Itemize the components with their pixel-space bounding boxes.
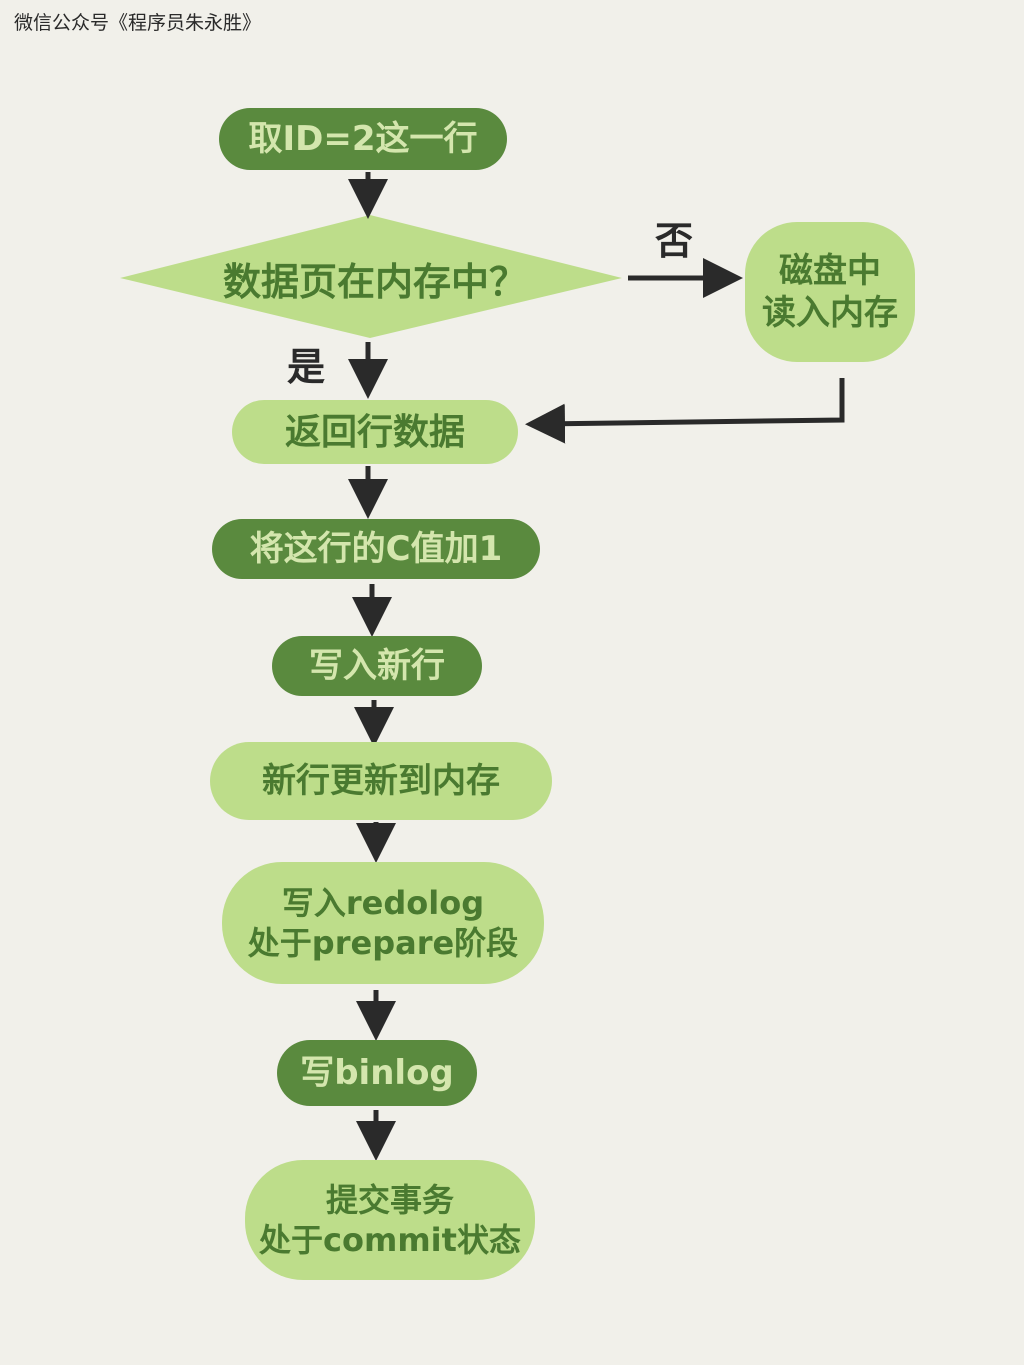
node-update-memory: 新行更新到内存 [210,742,552,820]
arrow-disk-to-return [525,378,845,444]
node-update-memory-label: 新行更新到内存 [262,760,500,801]
node-write-binlog-label: 写binlog [300,1052,454,1093]
node-return-row-label: 返回行数据 [284,411,465,453]
node-fetch-row: 取ID=2这一行 [219,108,507,170]
node-increment-c-label: 将这行的C值加1 [249,528,503,569]
node-return-row: 返回行数据 [232,400,518,464]
decision-label: 数据页在内存中？ [222,259,527,304]
node-read-from-disk: 磁盘中 读入内存 [745,222,915,362]
watermark-text: 微信公众号《程序员朱永胜》 [14,12,262,34]
node-write-redolog-prepare: 写入redolog 处于prepare阶段 [222,862,544,984]
node-commit-transaction: 提交事务 处于commit状态 [245,1160,535,1280]
node-write-new-row-label: 写入新行 [309,645,445,686]
yes-branch-label: 是 [287,345,326,389]
node-increment-c: 将这行的C值加1 [212,519,540,579]
node-read-from-disk-label: 磁盘中 读入内存 [762,250,898,334]
decision-diamond [120,215,622,338]
node-write-new-row: 写入新行 [272,636,482,696]
node-write-redolog-prepare-label: 写入redolog 处于prepare阶段 [247,884,519,962]
node-commit-transaction-label: 提交事务 处于commit状态 [259,1181,521,1259]
node-fetch-row-label: 取ID=2这一行 [248,118,478,159]
node-write-binlog: 写binlog [277,1040,477,1106]
no-branch-label: 否 [655,219,694,263]
